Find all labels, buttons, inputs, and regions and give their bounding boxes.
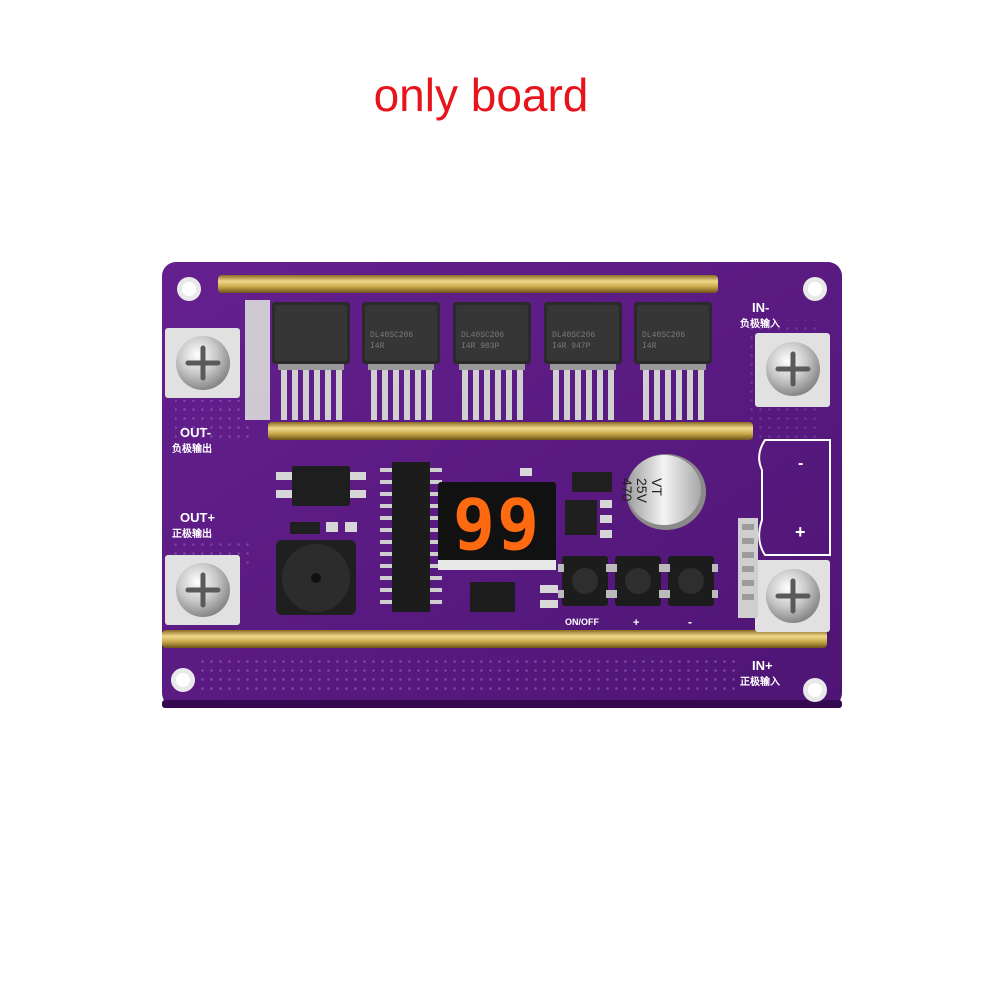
button-onoff-label: ON/OFF: [565, 617, 599, 627]
buzzer: [276, 540, 356, 615]
mosfet-3-marking-2: I4R 903P: [461, 342, 500, 351]
mounting-holes: [171, 277, 827, 702]
busbar-top: [218, 275, 718, 293]
label-in-negative-cn: 负极输入: [740, 317, 780, 330]
button-onoff: [558, 556, 612, 606]
bridge-ic: [292, 466, 350, 506]
connector-minus-label: -: [798, 455, 803, 472]
label-out-positive-cn: 正极输出: [172, 527, 212, 540]
mosfet-4-marking-2: I4R 947P: [552, 342, 591, 351]
display-digits: 99: [453, 484, 541, 566]
caption-title: only board: [373, 69, 589, 121]
mosfet-row: DL40SC206 I4R DL40SC206 I4R 903P DL40SC2…: [272, 302, 712, 420]
label-out-negative: OUT-: [180, 425, 211, 440]
busbar-bottom: [162, 630, 827, 648]
mosfet-2-marking-1: DL40SC206: [370, 331, 413, 340]
mosfet-3-marking-1: DL40SC206: [461, 331, 504, 340]
label-out-positive: OUT+: [180, 510, 215, 525]
mosfet-1: [272, 302, 350, 420]
button-plus: [611, 556, 665, 606]
label-out-negative-cn: 负极输出: [172, 442, 212, 455]
mosfet-4-marking-1: DL40SC206: [552, 331, 595, 340]
button-minus: [664, 556, 718, 606]
mosfet-5-marking-2: I4R: [642, 342, 657, 351]
label-in-positive: IN+: [752, 658, 773, 673]
electrolytic-capacitor: VT 25V 470: [619, 454, 706, 530]
seven-segment-display: 99: [438, 482, 556, 570]
mosfet-3: DL40SC206 I4R 903P: [453, 302, 531, 420]
mosfet-5-marking-1: DL40SC206: [642, 331, 685, 340]
connector-plus-label: +: [795, 522, 806, 542]
button-plus-label: +: [633, 617, 639, 629]
driver-ic: [392, 462, 430, 612]
capacitor-marking-3: 470: [619, 478, 635, 502]
terminal-in-positive: [755, 560, 830, 632]
mosfet-5: DL40SC206 I4R: [634, 302, 712, 420]
mosfet-2: DL40SC206 I4R: [362, 302, 440, 420]
busbar-middle: [268, 422, 753, 440]
label-in-positive-cn: 正极输入: [740, 675, 780, 688]
capacitor-marking-2: 25V: [634, 478, 650, 504]
button-minus-label: -: [688, 615, 692, 629]
terminal-out-positive: [165, 555, 240, 625]
terminal-out-negative: [165, 328, 240, 398]
mosfet-4: DL40SC206 I4R 947P: [544, 302, 622, 420]
mosfet-2-marking-2: I4R: [370, 342, 385, 351]
label-in-negative: IN-: [752, 300, 769, 315]
capacitor-marking-1: VT: [649, 478, 665, 496]
terminal-in-negative: [755, 333, 830, 407]
